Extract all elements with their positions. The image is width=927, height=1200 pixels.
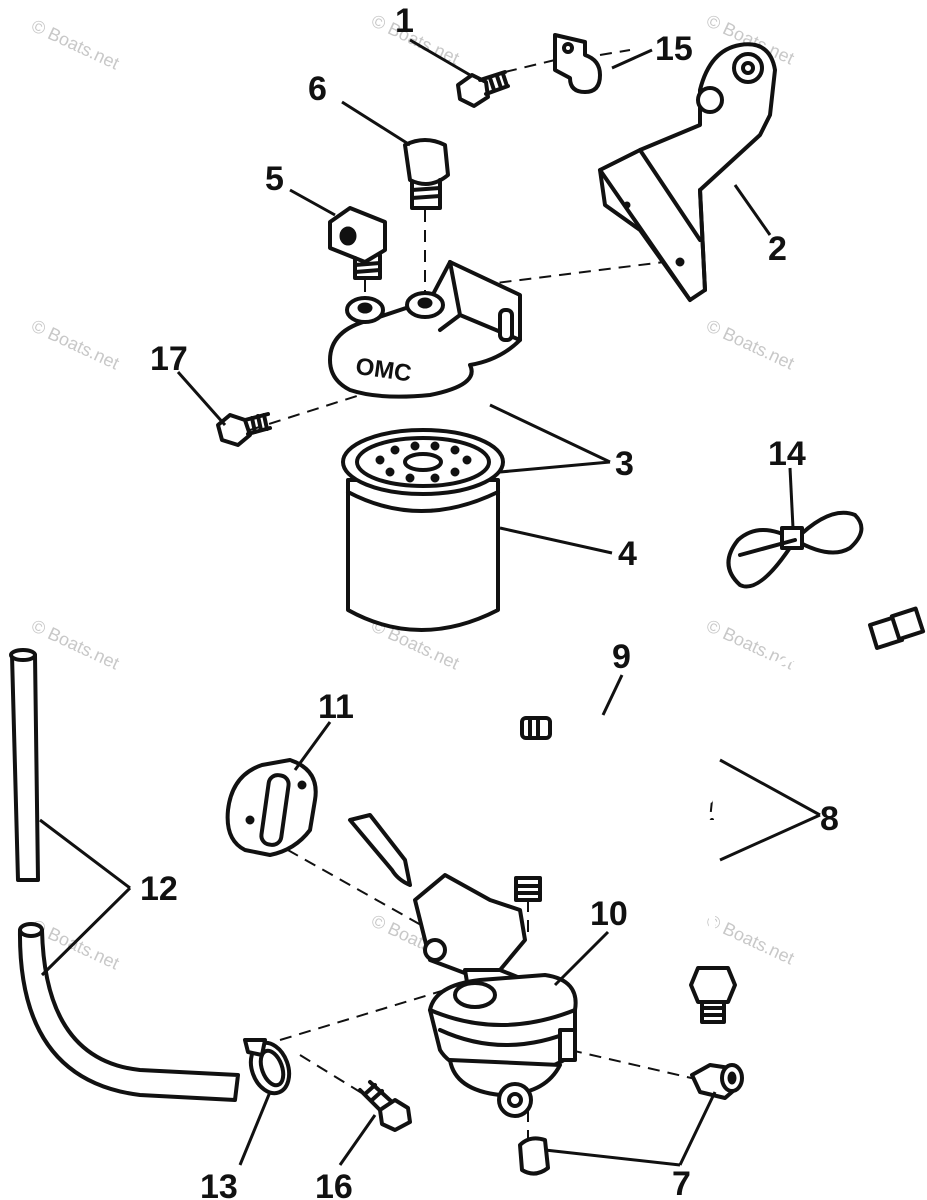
watermark: © Boats.net: [28, 615, 122, 673]
callout-16: 16: [315, 1168, 353, 1200]
watermark: © Boats.net: [703, 910, 797, 968]
elbow-fitting-part-5: [328, 206, 387, 280]
callout-14: 14: [768, 435, 806, 473]
watermark: © Boats.net: [28, 15, 122, 73]
callout-4: 4: [618, 535, 637, 573]
filter-base-part-3: OMC: [328, 260, 522, 399]
fuel-line-part-9: [514, 712, 615, 902]
watermark: © Boats.net: [703, 315, 797, 373]
fuel-hose-part-12: [9, 648, 240, 1102]
callout-7: 7: [672, 1165, 691, 1200]
callout-3: 3: [615, 445, 634, 483]
fuel-line-part-8: [689, 606, 926, 1024]
elbow-fitting-part-6: [403, 138, 450, 210]
clamp-part-13: [243, 1038, 292, 1096]
callout-11: 11: [318, 688, 354, 726]
callout-17: 17: [150, 340, 188, 378]
callout-12: 12: [140, 870, 178, 908]
tie-strap-part-14: [726, 510, 864, 589]
callout-9: 9: [612, 638, 631, 676]
gasket-part-11: [225, 758, 318, 857]
callout-numbers: 1 15 6 5 2 17 3 4 14 9 11 8 12 10 13 16 …: [140, 2, 839, 1200]
bracket-part-2: [598, 42, 777, 302]
callout-2: 2: [768, 230, 787, 268]
callout-1: 1: [395, 2, 414, 40]
clip-part-15: [553, 33, 602, 94]
callout-15: 15: [655, 30, 693, 68]
watermark: © Boats.net: [28, 315, 122, 373]
callout-6: 6: [308, 70, 327, 108]
callout-8: 8: [820, 800, 839, 838]
callout-10: 10: [590, 895, 628, 933]
callout-5: 5: [265, 160, 284, 198]
bolt-part-17: [216, 412, 272, 447]
leader-lines: [39, 38, 821, 1167]
bolt-part-16: [358, 1080, 412, 1132]
filter-canister-part-4: [341, 428, 505, 632]
fittings-part-7: [518, 1063, 744, 1176]
watermark: © Boats.net: [368, 10, 462, 68]
fuel-pump-part-10: [348, 813, 578, 1118]
bolt-part-1: [456, 70, 510, 108]
callout-13: 13: [200, 1168, 238, 1200]
